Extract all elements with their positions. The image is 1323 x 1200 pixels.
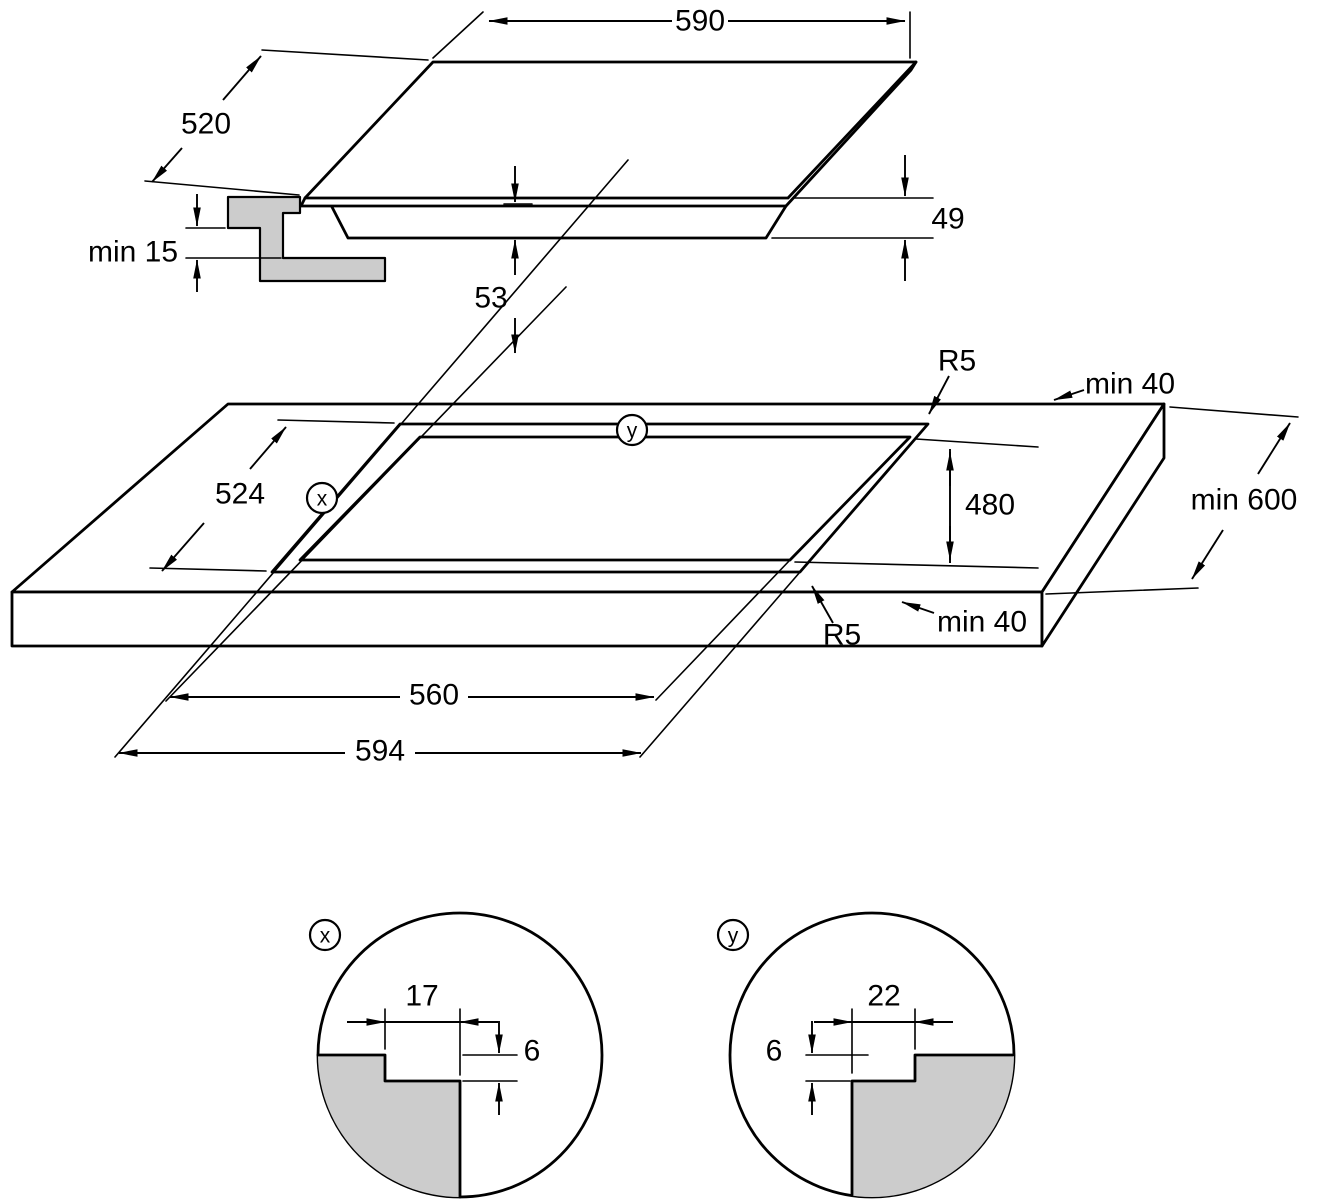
leader-arrow <box>901 601 935 614</box>
dim-label-hob-width-overlay: 594 <box>355 735 405 768</box>
dim-label-hob-depth: 520 <box>181 108 231 141</box>
marker-letter-y: y <box>728 925 739 948</box>
detail-y: 22 6 y <box>716 911 1016 1199</box>
detail-marker-y: y <box>716 918 750 952</box>
extension-line <box>794 438 1039 569</box>
dim-label-clearance: min 15 <box>88 236 178 269</box>
marker-circle <box>615 413 649 447</box>
dim-label-hob-depth-overlay: 524 <box>215 478 265 511</box>
extension-line <box>771 197 934 239</box>
dim-label-step-depth-x: 6 <box>524 1035 541 1068</box>
marker-letter-y: y <box>627 420 638 443</box>
extension-line <box>144 49 429 196</box>
cutout-view: 480 524 min 600 min 40 R5 min 40 <box>10 159 1299 768</box>
marker-circle <box>308 918 342 952</box>
extension-line <box>805 1054 869 1082</box>
dim-height-total: 53 <box>474 166 533 354</box>
dim-hob-width-overlay: 594 <box>118 735 642 768</box>
hob-body <box>330 204 788 240</box>
dim-label-radius-top: R5 <box>938 345 976 378</box>
dim-step-width-y: 22 <box>814 980 953 1074</box>
rebate-profile-x <box>316 1053 462 1199</box>
dimension-arrow-up <box>222 55 262 101</box>
extension-line <box>462 1054 518 1082</box>
dim-step-width-x: 17 <box>347 980 498 1076</box>
detail-marker-y-callout: y <box>615 413 649 447</box>
detail-marker-x: x <box>308 918 342 952</box>
dim-label-cutout-depth: 480 <box>965 489 1015 522</box>
dim-step-depth-x: 6 <box>462 1021 541 1115</box>
dimension-arrow-down <box>151 147 183 183</box>
worktop-right-face <box>1040 402 1166 648</box>
worktop-front-face <box>10 590 1044 648</box>
dim-label-step-depth-y: 6 <box>766 1035 783 1068</box>
dim-edge-distance-bottom: min 40 <box>901 601 1027 639</box>
marker-letter-x: x <box>317 488 328 511</box>
dim-hob-depth-overlay: 524 <box>149 419 395 572</box>
marker-letter-x: x <box>320 925 331 948</box>
top-view: 590 520 49 53 min 15 <box>88 5 965 354</box>
dimension-arrow-down <box>161 522 205 572</box>
dim-hob-depth: 520 <box>144 49 429 196</box>
leader-arrow <box>811 585 834 624</box>
worktop-section-bracket <box>226 195 387 283</box>
dim-step-depth-y: 6 <box>766 1021 869 1115</box>
dim-label-edge-top: min 40 <box>1085 368 1175 401</box>
dimension-arrow-down <box>1191 529 1224 580</box>
projection-lines <box>114 159 801 758</box>
dim-cutout-depth: 480 <box>794 438 1039 569</box>
dim-hob-width: 590 <box>432 5 911 59</box>
dim-label-step-width-y: 22 <box>867 980 900 1013</box>
dim-corner-radius-top: R5 <box>928 345 976 415</box>
dim-label-cutout-width: 560 <box>409 679 459 712</box>
dim-height-front: 49 <box>771 155 965 281</box>
detail-marker-x-callout: x <box>305 481 339 515</box>
dim-worktop-depth: min 600 <box>1045 406 1299 595</box>
hob-glass-top <box>303 60 918 200</box>
dim-label-radius-bottom: R5 <box>823 619 861 652</box>
dim-clearance-below: min 15 <box>88 194 282 292</box>
dimension-arrow-up <box>1257 422 1291 475</box>
dim-cutout-width: 560 <box>169 679 655 712</box>
extension-line <box>1045 406 1299 595</box>
dim-label-height-total: 53 <box>474 282 507 315</box>
dim-label-worktop-depth: min 600 <box>1191 484 1298 517</box>
dim-label-height-front: 49 <box>931 203 964 236</box>
leader-arrow <box>1053 389 1085 401</box>
dim-label-hob-width: 590 <box>675 5 725 38</box>
rebate-profile-y <box>850 1053 1015 1197</box>
dimension-arrow-up <box>249 426 287 470</box>
dim-label-step-width-x: 17 <box>405 980 438 1013</box>
detail-x: 17 6 x <box>308 911 604 1199</box>
leader-arrow <box>928 375 950 415</box>
marker-circle <box>305 481 339 515</box>
dim-corner-radius-bottom: R5 <box>811 585 861 652</box>
extension-line <box>432 11 911 59</box>
extension-line <box>185 227 282 259</box>
marker-circle <box>716 918 750 952</box>
extension-line <box>503 203 533 239</box>
dim-label-edge-bottom: min 40 <box>937 606 1027 639</box>
dim-edge-distance-top: min 40 <box>1053 368 1175 401</box>
